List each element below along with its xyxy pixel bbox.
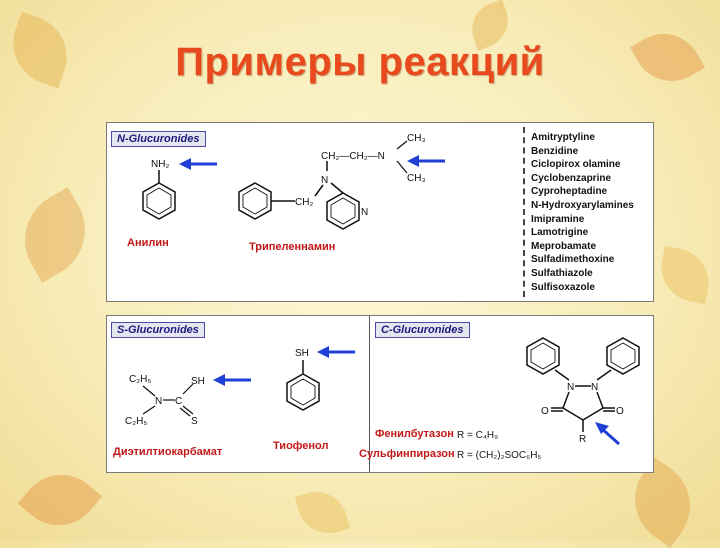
bottom-structures: C₂H₅ N C₂H₅ C SH S SH N N — [125, 337, 640, 446]
drug-item: Benzidine — [531, 145, 579, 157]
drug-item: Cyclobenzaprine — [531, 172, 612, 184]
tripelennamine-n-ring: N — [361, 207, 368, 218]
phenylbutazone-r: R = C₄H₉ — [457, 430, 499, 441]
pyrazolidine-n2: N — [591, 382, 598, 393]
leaf-decoration — [17, 457, 103, 543]
drug-item: Sulfathiazole — [531, 267, 593, 279]
tripelennamine-label: Трипеленнамин — [249, 241, 336, 253]
leaf-decoration — [656, 246, 714, 304]
dtc-n: N — [155, 396, 162, 407]
dtc-c: C — [175, 396, 182, 407]
drug-item: Amitryptyline — [531, 132, 595, 143]
drug-item: Sulfisoxazole — [531, 281, 595, 293]
aniline-nh2: NH₂ — [151, 159, 169, 170]
drug-item: Meprobamate — [531, 240, 597, 252]
drug-item: Imipramine — [531, 213, 585, 225]
pyrazolidine-r: R — [579, 434, 586, 445]
n-glucuronide-drug-list: Amitryptyline Benzidine Ciclopirox olami… — [531, 131, 634, 294]
n-glucuronides-tag: N-Glucuronides — [111, 131, 206, 147]
drug-item: Sulfadimethoxine — [531, 254, 615, 266]
drug-item: Lamotrigine — [531, 227, 589, 239]
tripelennamine-chain: CH₂—CH₂—N — [321, 151, 385, 162]
sulfinpyrazone-name: Сульфинпиразон — [359, 448, 455, 460]
aniline-label: Анилин — [127, 237, 169, 249]
list-divider — [523, 127, 525, 297]
c-glucuronides-tag: C-Glucuronides — [375, 322, 470, 338]
dtc-s: S — [191, 416, 198, 427]
leaf-decoration — [294, 484, 351, 541]
tripelennamine-ch3-bottom: CH₃ — [407, 173, 426, 184]
drug-item: Ciclopirox olamine — [531, 159, 621, 171]
tripelennamine-n-amine: N — [321, 175, 328, 186]
dtc-sh: SH — [191, 376, 205, 387]
dtc-c2h5-top: C₂H₅ — [129, 374, 151, 385]
dtc-c2h5-bottom: C₂H₅ — [125, 416, 147, 427]
tripelennamine-ch3-top: CH₃ — [407, 133, 426, 144]
panel-divider — [369, 316, 370, 472]
dtc-label: Диэтилтиокарбамат — [113, 446, 223, 458]
pyrazolidine-o2: O — [616, 406, 624, 417]
pyrazolidine-n1: N — [567, 382, 574, 393]
drug-item: N-Hydroxyarylamines — [531, 199, 634, 211]
n-glucuronides-panel: N-Glucuronides NH₂ CH₂ N CH₂—CH₂—N CH₃ C… — [106, 122, 654, 302]
leaf-decoration — [7, 187, 103, 283]
thiophenol-label: Тиофенол — [273, 440, 329, 452]
tripelennamine-ch2-bridge: CH₂ — [295, 197, 313, 208]
slide-title: Примеры реакций — [175, 40, 545, 84]
sulfinpyrazone-r: R = (CH₂)₂SOC₆H₅ — [457, 450, 542, 461]
s-glucuronides-tag: S-Glucuronides — [111, 322, 205, 338]
drug-item: Cyproheptadine — [531, 186, 608, 198]
thiophenol-sh: SH — [295, 348, 309, 359]
aniline-structure: NH₂ CH₂ N CH₂—CH₂—N CH₃ CH₃ N — [142, 133, 445, 230]
phenylbutazone-name: Фенилбутазон — [375, 428, 454, 440]
pyrazolidine-o1: O — [541, 406, 549, 417]
s-c-glucuronides-panel: S-Glucuronides C-Glucuronides C₂H₅ N C₂H… — [106, 315, 654, 473]
